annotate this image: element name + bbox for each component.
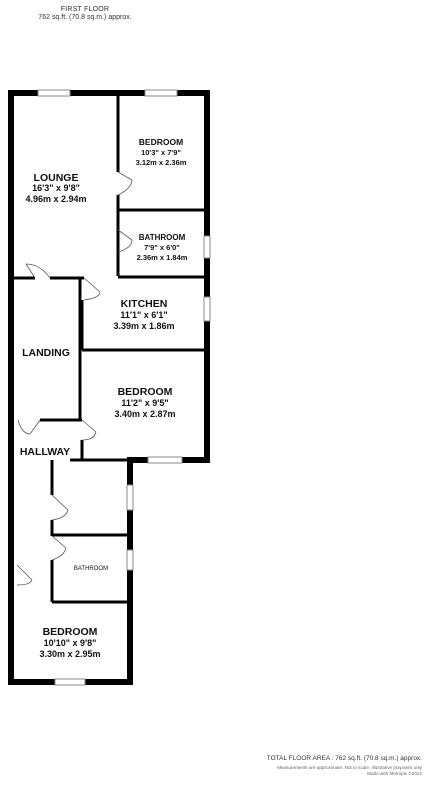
windows (37, 89, 211, 686)
bedroom-top-metric: 3.12m x 2.36m (136, 158, 187, 167)
hallway-name: HALLWAY (20, 446, 70, 458)
room-labels: LOUNGE 16'3" x 9'8" 4.96m x 2.94m BEDROO… (20, 137, 188, 659)
bedroom-top-name: BEDROOM (139, 137, 183, 147)
bedroom-bottom-imperial: 10'10" x 9'8" (44, 638, 97, 648)
kitchen-name: KITCHEN (121, 298, 168, 310)
bathroom-top-name: BATHROOM (139, 233, 186, 242)
landing-name: LANDING (22, 347, 70, 359)
credit: Made with Metropix ©2022 (367, 771, 422, 776)
bedroom-bottom-name: BEDROOM (43, 626, 98, 638)
door-swings (16, 171, 133, 586)
floor-area: 762 sq.ft. (70.8 sq.m.) approx. (38, 14, 132, 21)
lounge-metric: 4.96m x 2.94m (25, 194, 86, 204)
kitchen-imperial: 11'1" x 6'1" (120, 310, 167, 320)
kitchen-metric: 3.39m x 1.86m (113, 321, 174, 331)
lounge-name: LOUNGE (34, 172, 79, 184)
total-floor-area: TOTAL FLOOR AREA : 762 sq.ft. (70.8 sq.m… (266, 755, 422, 762)
bedroom-mid-imperial: 11'2" x 9'5" (121, 398, 168, 408)
disclaimer: Measurements are approximate. Not to sca… (277, 765, 422, 770)
bedroom-mid-metric: 3.40m x 2.87m (114, 409, 175, 419)
interior-walls (11, 93, 207, 604)
bedroom-mid-name: BEDROOM (118, 386, 173, 398)
bathroom-top-imperial: 7'9" x 6'0" (144, 243, 180, 252)
bathroom-top-metric: 2.36m x 1.84m (137, 253, 188, 262)
bedroom-top-imperial: 10'3" x 7'9" (141, 148, 181, 157)
floor-label: FIRST FLOOR (60, 6, 110, 13)
bathroom-small-name: BATHROOM (74, 566, 108, 572)
lounge-imperial: 16'3" x 9'8" (32, 183, 80, 193)
bedroom-bottom-metric: 3.30m x 2.95m (39, 649, 100, 659)
